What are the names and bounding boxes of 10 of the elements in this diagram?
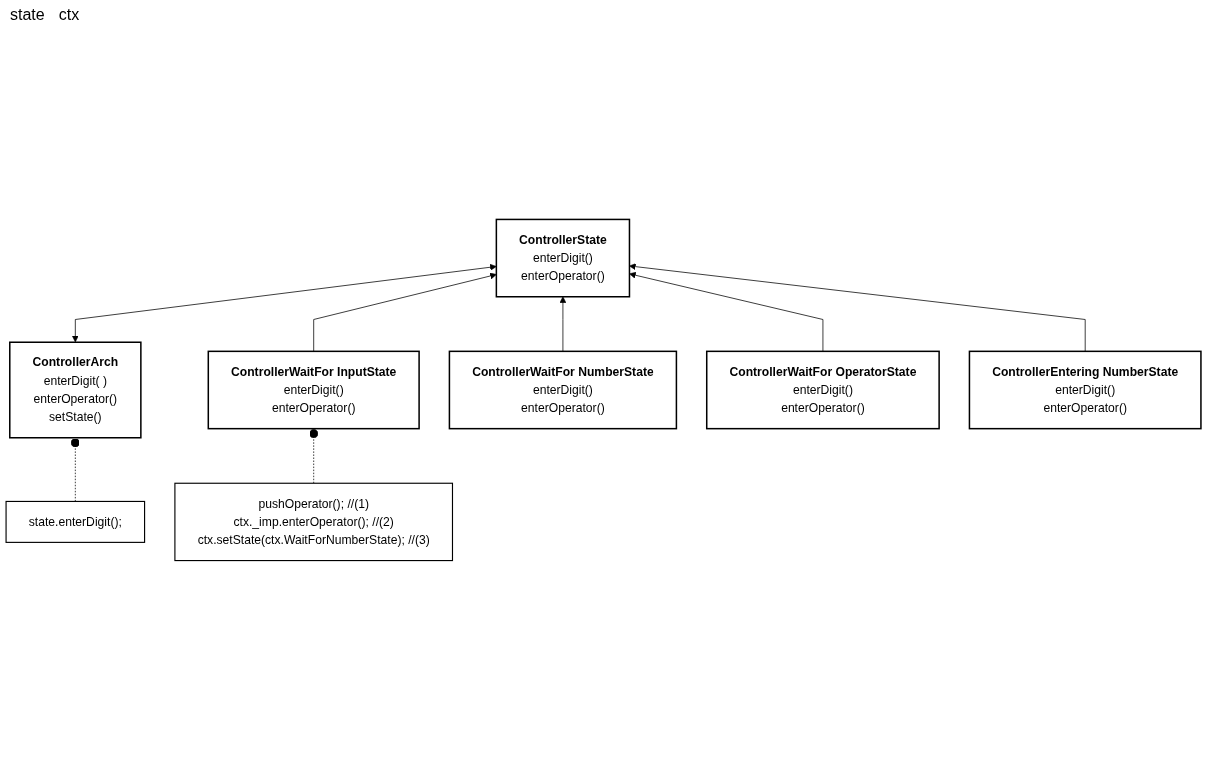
node-box: ControllerWaitFor NumberState enterDigit() enterOperator() <box>448 350 678 430</box>
node-box: ControllerArch enterDigit( ) enterOperator() setState() <box>9 341 142 439</box>
role-label: ctx <box>58 6 80 23</box>
role-label: state <box>10 6 45 23</box>
node-box: ControllerWaitFor OperatorState enterDigit() enterOperator() <box>705 350 940 430</box>
node-box: state.enterDigit(); <box>5 500 146 543</box>
node-box: ControllerWaitFor InputState enterDigit() enterOperator() <box>207 350 420 430</box>
node-box: ControllerState enterDigit() enterOperator() <box>495 218 631 298</box>
node-box: pushOperator(); //(1) ctx._imp.enterOperator(); //(2) ctx.setState(ctx.WaitForNumberState); //(3) <box>174 482 454 562</box>
node-box: ControllerEntering NumberState enterDigit() enterOperator() <box>968 350 1202 430</box>
